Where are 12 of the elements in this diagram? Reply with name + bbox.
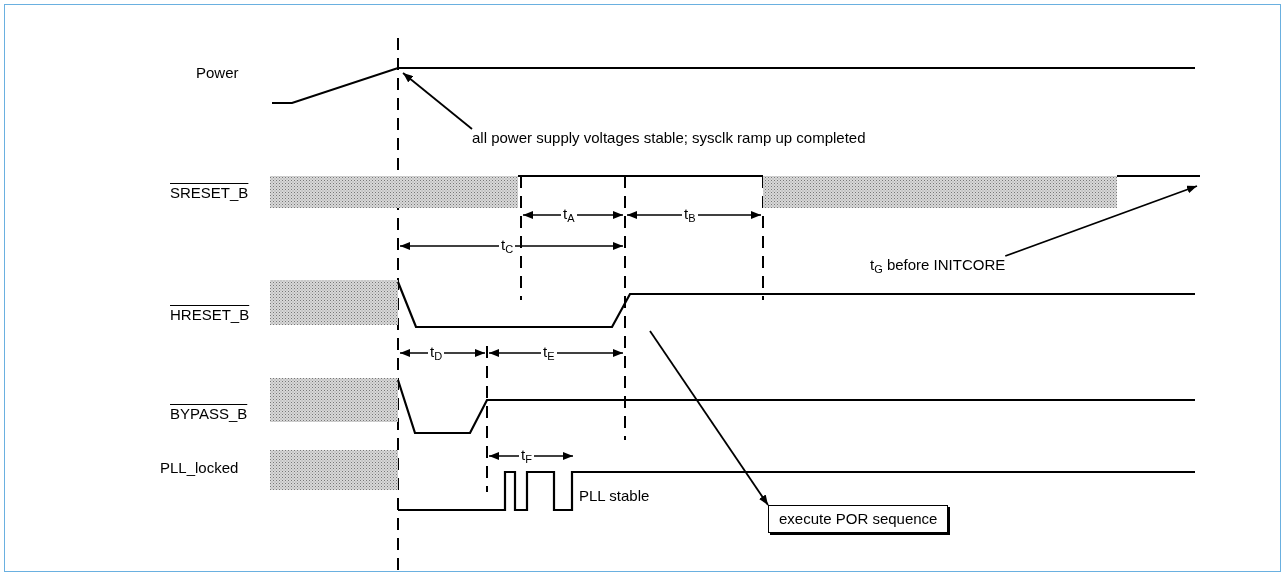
annotation-text: PLL stable [579, 487, 650, 505]
signal-name: BYPASS_B [170, 405, 248, 423]
process-box: execute POR sequence [768, 505, 949, 533]
signal-name: HRESET_B [170, 306, 250, 324]
signal-name: Power [196, 64, 239, 82]
arrow [1004, 185, 1198, 257]
annotation-text: t$_{G}$ before INITCORE [870, 256, 1006, 274]
signal-name: SRESET_B [170, 184, 249, 202]
annotation-text: all power supply voltages stable; sysclk ramp up completed [472, 129, 866, 147]
arrow [649, 330, 769, 506]
arrow [402, 72, 473, 130]
signal-name: PLL_locked [160, 459, 239, 477]
